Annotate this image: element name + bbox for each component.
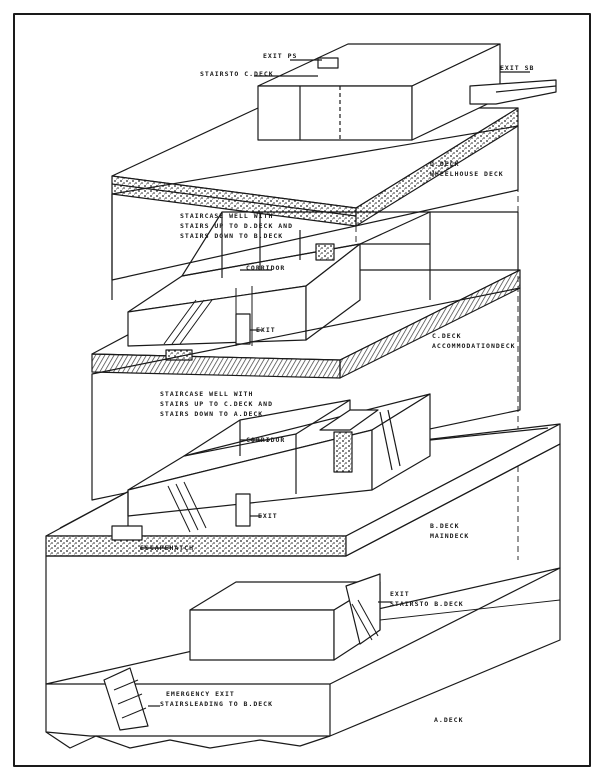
label-exit-c: EXIT <box>256 326 276 334</box>
label-exit-ps: EXIT PS <box>263 52 298 60</box>
label-b-deck: B.DECK <box>430 522 460 530</box>
label-staircase-c-3: STAIRS DOWN TO B.DECK <box>180 232 284 240</box>
label-staircase-c-1: STAIRCASE WELL WITH <box>180 212 274 220</box>
label-stairs-to-c-deck: STAIRSTO C.DECK <box>200 70 274 78</box>
label-corridor-b: CORRIDOR <box>246 436 286 444</box>
a-deck-tank <box>45 443 561 737</box>
label-d-deck: D.DECK <box>430 160 460 168</box>
label-maindeck: MAINDECK <box>430 532 470 540</box>
label-a-deck: A.DECK <box>434 716 464 724</box>
label-exit-a: EXIT <box>390 590 410 598</box>
bridge-wing <box>469 79 557 105</box>
c-deck-level <box>91 125 521 379</box>
label-exit-b: EXIT <box>258 512 278 520</box>
label-exit-sb: EXIT SB <box>500 64 535 72</box>
label-emergency-exit-2: STAIRSLEADING TO B.DECK <box>160 700 274 708</box>
d-deck-level <box>111 43 557 227</box>
a-deck-level <box>45 443 561 749</box>
label-staircase-b-2: STAIRS UP TO C.DECK AND <box>160 400 274 408</box>
c-exit-door <box>235 313 251 345</box>
label-escapehatch: ESCAPEHATCH <box>140 544 195 552</box>
label-staircase-b-3: STAIRS DOWN TO A.DECK <box>160 410 264 418</box>
label-staircase-b-1: STAIRCASE WELL WITH <box>160 390 254 398</box>
label-accommodation-deck: ACCOMMODATIONDECK <box>432 342 516 350</box>
label-staircase-c-2: STAIRS UP TO D.DECK AND <box>180 222 294 230</box>
label-wheelhouse-deck: WHEELHOUSE DECK <box>430 170 504 178</box>
label-stairs-to-b-deck: STAIRSTO B.DECK <box>390 600 464 608</box>
label-emergency-exit-1: EMERGENCY EXIT <box>166 690 235 698</box>
page-border <box>13 13 591 767</box>
b-exit-door <box>235 493 251 527</box>
escape-hatch <box>111 525 143 541</box>
label-corridor-c: CORRIDOR <box>246 264 286 272</box>
label-c-deck: C.DECK <box>432 332 462 340</box>
b-deck-slab-edge <box>45 535 347 557</box>
emergency-exit-stairs <box>103 667 149 731</box>
b-deck-level <box>45 287 561 557</box>
b-staircase-well <box>91 287 521 501</box>
